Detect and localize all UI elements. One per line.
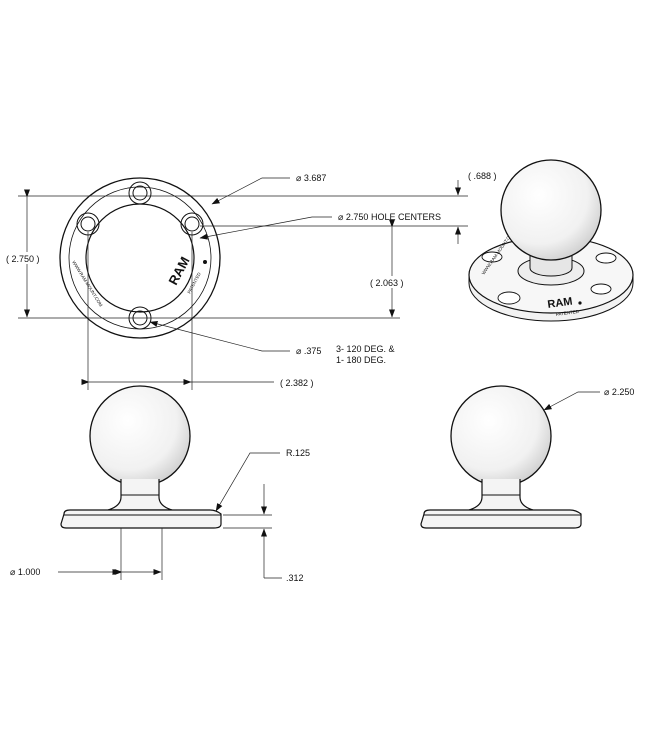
ram-logo-iso: RAM	[547, 296, 573, 311]
iso-ball	[500, 159, 602, 261]
plate-inner-ring	[68, 186, 212, 330]
dim-2750-hole-centers: ⌀ 2.750 HOLE CENTERS	[338, 212, 441, 222]
plate-outer-circle	[59, 177, 221, 339]
iso-hole-right	[595, 252, 617, 264]
dim-2750-height: ( 2.750 )	[6, 254, 40, 264]
mount-hole-top	[128, 181, 152, 205]
front-view-left: .312 R.125 ⌀ 1.000	[10, 385, 310, 583]
isometric-view: RAM PATENTED WWW.RAM-MOUNT.COM	[468, 159, 634, 322]
dim-375: ⌀ .375	[296, 346, 321, 356]
hole-note-line1: 3- 120 DEG. &	[336, 344, 395, 354]
top-view: RAM PATENTED WWW.RAM-MOUNT.COM ( 2.750 )…	[3, 171, 497, 390]
dim-2250: ⌀ 2.250	[604, 387, 634, 397]
patented-text-iso: PATENTED	[555, 309, 580, 317]
iso-hole-left	[481, 251, 503, 263]
mount-hole-right	[180, 212, 204, 236]
iso-hole-bottom-right	[590, 283, 612, 295]
dim-2382: ( 2.382 )	[280, 378, 314, 388]
front-base-right	[420, 509, 582, 529]
website-text-top: WWW.RAM-MOUNT.COM	[71, 260, 103, 308]
patented-text-top: PATENTED	[186, 271, 202, 295]
logo-dot-iso	[578, 301, 582, 305]
mount-hole-left	[76, 212, 100, 236]
front-ball-right	[450, 385, 552, 487]
front-base-left	[60, 509, 222, 529]
hole-note-line2: 1- 180 DEG.	[336, 355, 386, 365]
dim-2063: ( 2.063 )	[370, 278, 404, 288]
dim-688: ( .688 )	[468, 171, 497, 181]
dim-r125: R.125	[286, 448, 310, 458]
front-view-right: ⌀ 2.250	[420, 385, 634, 529]
front-ball-left	[89, 385, 191, 487]
iso-hole-bottom-left	[497, 291, 521, 305]
dim-1000: ⌀ 1.000	[10, 567, 40, 577]
dim-3687: ⌀ 3.687	[296, 173, 326, 183]
logo-dot-top	[203, 260, 207, 264]
dim-312: .312	[286, 573, 304, 583]
